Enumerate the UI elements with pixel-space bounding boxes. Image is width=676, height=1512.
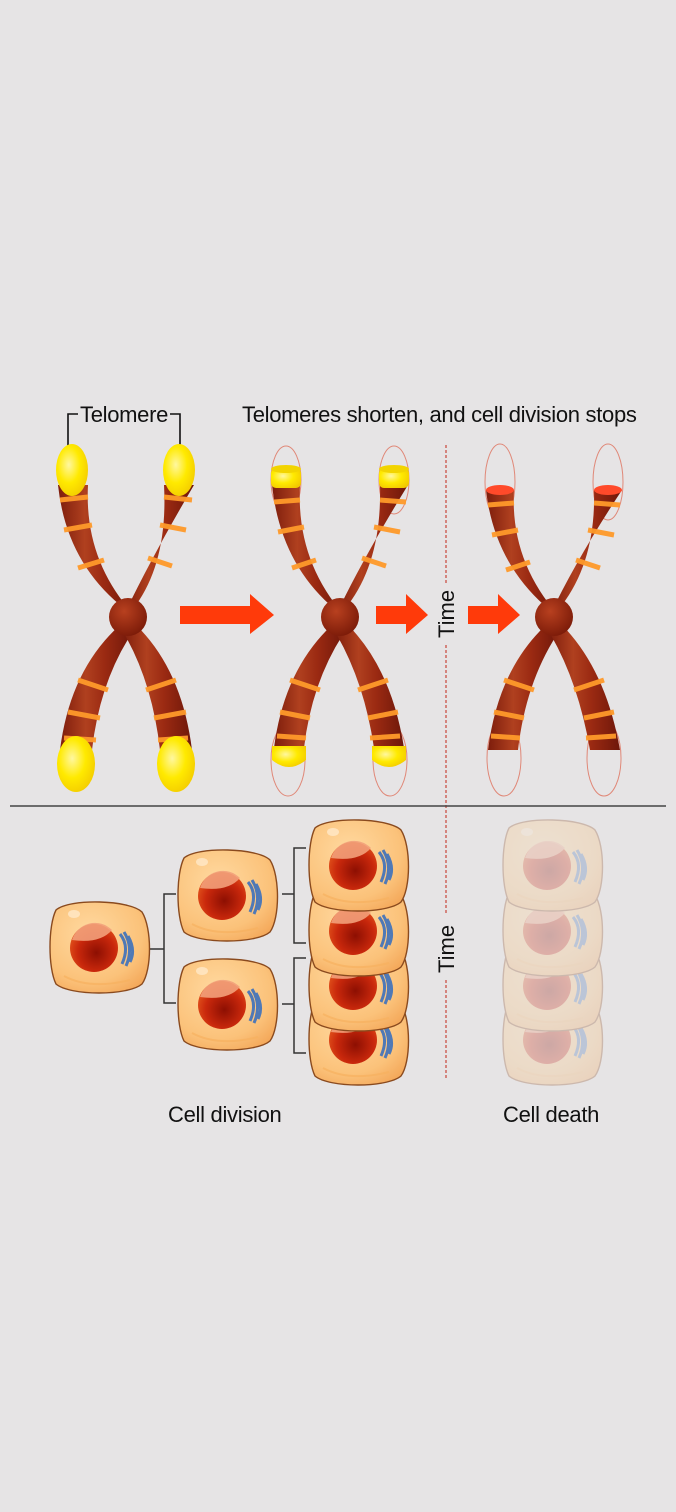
- telomere-label: Telomere: [80, 402, 169, 427]
- division-bracket: [150, 847, 306, 1054]
- telomeres-shorten-heading: Telomeres shorten, and cell division sto…: [242, 402, 637, 427]
- chromosome-full-telomeres: [56, 444, 195, 792]
- cell-generation-3: [307, 818, 410, 913]
- cell-generation-1: [48, 900, 151, 995]
- time-axis-label: Time: [434, 589, 459, 638]
- cell-division-tree: [48, 818, 410, 1087]
- cell-generation-2: [176, 848, 279, 943]
- time-axis-label: Time: [434, 924, 459, 973]
- chromosome-shortened-telomeres: [270, 445, 410, 797]
- arrow-right-icon: [180, 594, 274, 634]
- arrow-right-icon: [468, 594, 520, 634]
- arrow-right-icon: [376, 594, 428, 634]
- cell-death-caption: Cell death: [503, 1102, 600, 1127]
- dead-cells-stack: [501, 818, 604, 1087]
- cell-generation-2: [176, 957, 279, 1052]
- telomere-label-bracket: [67, 413, 181, 451]
- chromosome-critically-short-telomeres: [484, 443, 624, 797]
- cell-division-caption: Cell division: [168, 1102, 282, 1127]
